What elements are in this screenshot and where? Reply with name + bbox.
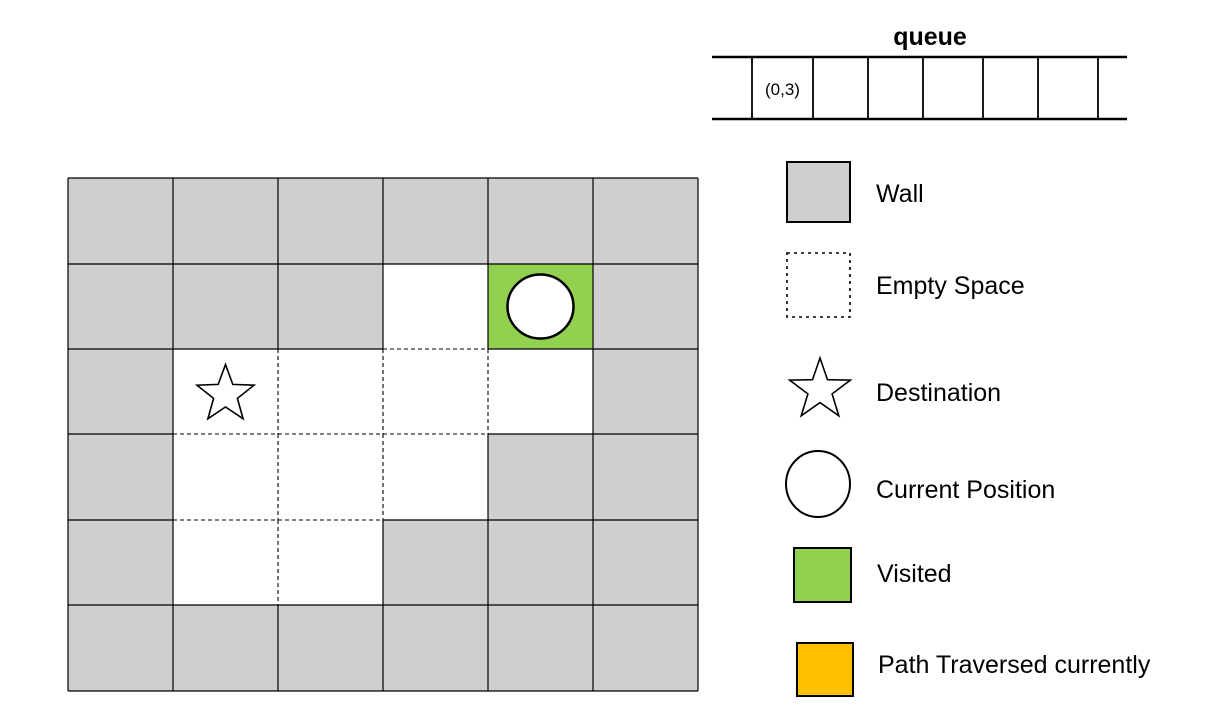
grid-cell-wall [488, 605, 593, 691]
legend-path-swatch [796, 642, 854, 697]
grid-cell-wall [488, 520, 593, 605]
grid-cell-wall [383, 605, 488, 691]
grid-cell-wall [68, 349, 173, 434]
legend-destination-label: Destination [876, 379, 1001, 407]
grid-cell-wall [593, 520, 698, 605]
grid-cell-empty [383, 349, 488, 434]
legend-wall-swatch [786, 161, 851, 223]
legend-path-label: Path Traversed currently [878, 651, 1151, 679]
grid-cell-empty [173, 434, 278, 520]
legend-empty-label: Empty Space [876, 272, 1025, 300]
legend: Wall Empty Space Destination Current Pos… [785, 161, 1151, 697]
grid-cell-empty [173, 520, 278, 605]
grid-cell-wall [593, 434, 698, 520]
grid-cell-wall [173, 264, 278, 349]
destination-star-icon [194, 362, 257, 421]
grid-cell-empty [278, 520, 383, 605]
grid-cell-wall [68, 264, 173, 349]
grid-cell-wall [68, 520, 173, 605]
grid-cell-wall [488, 178, 593, 264]
maze-grid [67, 177, 699, 692]
grid-cell-wall [278, 605, 383, 691]
grid-cell-wall [593, 349, 698, 434]
grid-cell-wall [383, 178, 488, 264]
grid-cell-wall [68, 605, 173, 691]
grid-cell-wall [593, 264, 698, 349]
grid-cell-wall [68, 434, 173, 520]
current-position-circle-icon [506, 273, 575, 340]
queue-dividers [751, 57, 1099, 119]
grid-cell-empty [278, 349, 383, 434]
legend-visited-swatch [793, 547, 852, 603]
queue: queue (0,3) [712, 23, 1127, 121]
grid-cell-empty [488, 349, 593, 434]
queue-cell: (0,3) [765, 80, 800, 99]
grid-cell-empty [278, 434, 383, 520]
grid-cell-wall [68, 178, 173, 264]
grid-cell-wall [488, 434, 593, 520]
grid-cell-wall [278, 264, 383, 349]
grid-cell-wall [593, 605, 698, 691]
legend-wall-label: Wall [876, 180, 924, 208]
legend-visited-label: Visited [877, 560, 952, 588]
queue-title: queue [893, 23, 967, 51]
grid-cell-wall [278, 178, 383, 264]
legend-empty-swatch [786, 252, 851, 318]
grid-cell-wall [593, 178, 698, 264]
queue-cells: (0,3) [765, 80, 800, 99]
grid-cell-empty [383, 264, 488, 349]
grid-cell-wall [383, 520, 488, 605]
grid-cell-wall [173, 605, 278, 691]
legend-current-label: Current Position [876, 476, 1055, 504]
star-icon [787, 355, 853, 418]
grid-cell-empty [383, 434, 488, 520]
circle-icon [785, 450, 851, 518]
grid-cell-wall [173, 178, 278, 264]
